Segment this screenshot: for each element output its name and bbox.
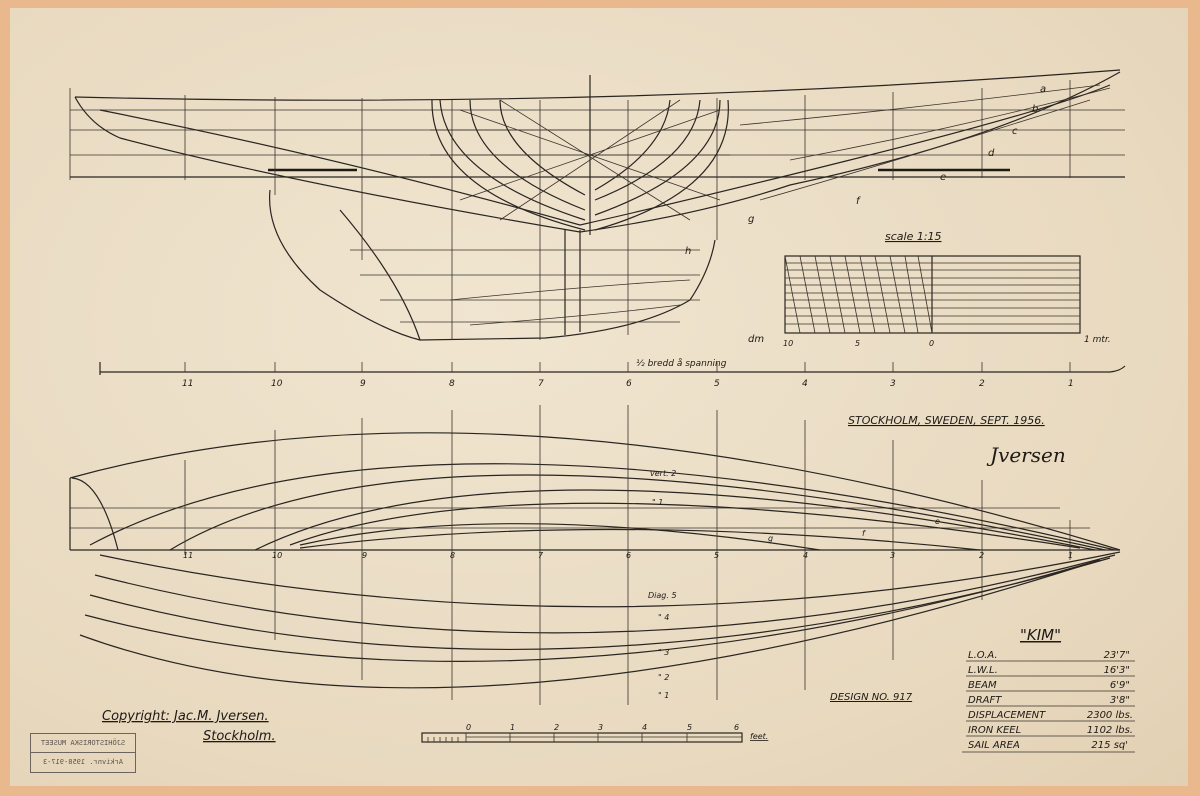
scale-unit-m: 1 mtr. xyxy=(1084,335,1111,345)
plan-wl-label: g xyxy=(768,534,773,543)
station-label: 5 xyxy=(714,379,720,389)
wl-label: e xyxy=(940,172,946,183)
spec-label: BEAM xyxy=(968,680,997,691)
feet-tick: 0 xyxy=(466,723,471,732)
stamp-line2: Arkivnr. 1958-917-3 xyxy=(42,758,124,766)
plan-station-label: 8 xyxy=(450,551,455,560)
copyright-line2: Stockholm. xyxy=(203,729,276,744)
wl-label: a xyxy=(1040,84,1046,95)
scale-label: scale 1:15 xyxy=(885,230,942,243)
body-plan xyxy=(430,75,730,235)
station-ruler: ½ bredd å spanning 11 10 9 8 7 6 5 4 3 2… xyxy=(99,358,1126,389)
scale-tick: 10 xyxy=(783,339,793,348)
plan-wl-label: e xyxy=(935,517,940,526)
feet-tick: 5 xyxy=(687,723,692,732)
plan-station-label: 11 xyxy=(183,551,193,560)
scale-tick: 0 xyxy=(929,339,934,348)
plan-station-label: 1 xyxy=(1068,551,1073,560)
wl-label: d xyxy=(988,148,995,159)
station-label: 2 xyxy=(979,379,985,389)
stamp-line1: SJÖHISTORISKA MUSEET xyxy=(31,734,135,753)
spec-label: SAIL AREA xyxy=(968,740,1020,751)
feet-label: feet. xyxy=(750,732,768,741)
plan-label-vert1: " 1 xyxy=(652,498,663,507)
station-label: 10 xyxy=(271,379,283,389)
drawing-paper xyxy=(10,8,1188,786)
scale-tick: 5 xyxy=(855,339,860,348)
boat-name: "KIM" xyxy=(1020,626,1061,644)
station-label: 4 xyxy=(802,379,808,389)
wl-label: g xyxy=(748,214,754,225)
spec-label: DISPLACEMENT xyxy=(968,710,1046,721)
spec-label: DRAFT xyxy=(968,695,1002,706)
scale-unit-dm: dm xyxy=(748,334,764,345)
signature: Jversen xyxy=(986,443,1066,467)
plan-view: 11 10 9 8 7 6 5 4 3 2 1 vert. 2 " 1 Diag… xyxy=(69,405,1121,705)
waterline-labels: a b c d e f g h xyxy=(685,84,1046,257)
metric-scale: scale 1:15 dm 10 5 0 1 mtr. xyxy=(748,230,1111,348)
design-number: DESIGN NO. 917 xyxy=(830,692,913,703)
wl-label: c xyxy=(1012,126,1018,137)
feet-tick: 6 xyxy=(734,723,739,732)
plan-station-label: 9 xyxy=(362,551,367,560)
plan-label-diag2: " 2 xyxy=(658,673,669,682)
spec-value: 23'7" xyxy=(1104,650,1130,661)
plan-label-diag4: " 4 xyxy=(658,613,669,622)
plan-station-label: 7 xyxy=(538,551,544,560)
profile-view xyxy=(69,69,1125,341)
plan-station-label: 3 xyxy=(890,551,895,560)
wl-label: b xyxy=(1032,104,1038,115)
plan-label-diag3: " 3 xyxy=(658,648,669,657)
plan-wl-label: f xyxy=(862,529,866,538)
feet-tick: 4 xyxy=(642,723,647,732)
spec-value: 215 sq' xyxy=(1091,740,1128,751)
spec-label: L.O.A. xyxy=(968,650,998,661)
station-label: 3 xyxy=(890,379,896,389)
spec-value: 1102 lbs. xyxy=(1087,725,1133,736)
feet-tick: 2 xyxy=(554,723,559,732)
spec-value: 6'9" xyxy=(1110,680,1130,691)
feet-scale: 0 1 2 3 4 5 6 feet. xyxy=(421,723,768,743)
station-label: 9 xyxy=(360,379,366,389)
plan-label-vert2: vert. 2 xyxy=(650,469,676,478)
spec-value: 2300 lbs. xyxy=(1087,710,1133,721)
specs-table: "KIM" L.O.A. 23'7" L.W.L. 16'3" BEAM 6'9… xyxy=(962,626,1135,753)
feet-tick: 1 xyxy=(510,723,515,732)
half-breadth-label: ½ bredd å spanning xyxy=(636,358,727,369)
spec-label: L.W.L. xyxy=(968,665,998,676)
plan-label-diag1: " 1 xyxy=(658,691,669,700)
wl-label: h xyxy=(685,246,691,257)
station-label: 7 xyxy=(538,379,544,389)
plan-station-label: 4 xyxy=(803,551,808,560)
spec-label: IRON KEEL xyxy=(968,725,1021,736)
station-label: 8 xyxy=(449,379,455,389)
station-label: 6 xyxy=(626,379,632,389)
spec-value: 3'8" xyxy=(1110,695,1130,706)
station-label: 11 xyxy=(182,379,193,389)
place-date: STOCKHOLM, SWEDEN, SEPT. 1956. xyxy=(848,414,1045,427)
wl-label: f xyxy=(856,196,861,207)
station-label: 1 xyxy=(1068,379,1074,389)
copyright-line1: Copyright: Jac.M. Jversen. xyxy=(102,709,269,724)
plan-station-label: 10 xyxy=(272,551,282,560)
museum-stamp: SJÖHISTORISKA MUSEET Arkivnr. 1958-917-3 xyxy=(30,733,136,773)
plan-label-diag5: Diag. 5 xyxy=(648,591,677,600)
feet-tick: 3 xyxy=(598,723,603,732)
spec-value: 16'3" xyxy=(1104,665,1130,676)
plan-station-label: 2 xyxy=(979,551,984,560)
plan-station-label: 5 xyxy=(714,551,719,560)
plan-station-label: 6 xyxy=(626,551,631,560)
